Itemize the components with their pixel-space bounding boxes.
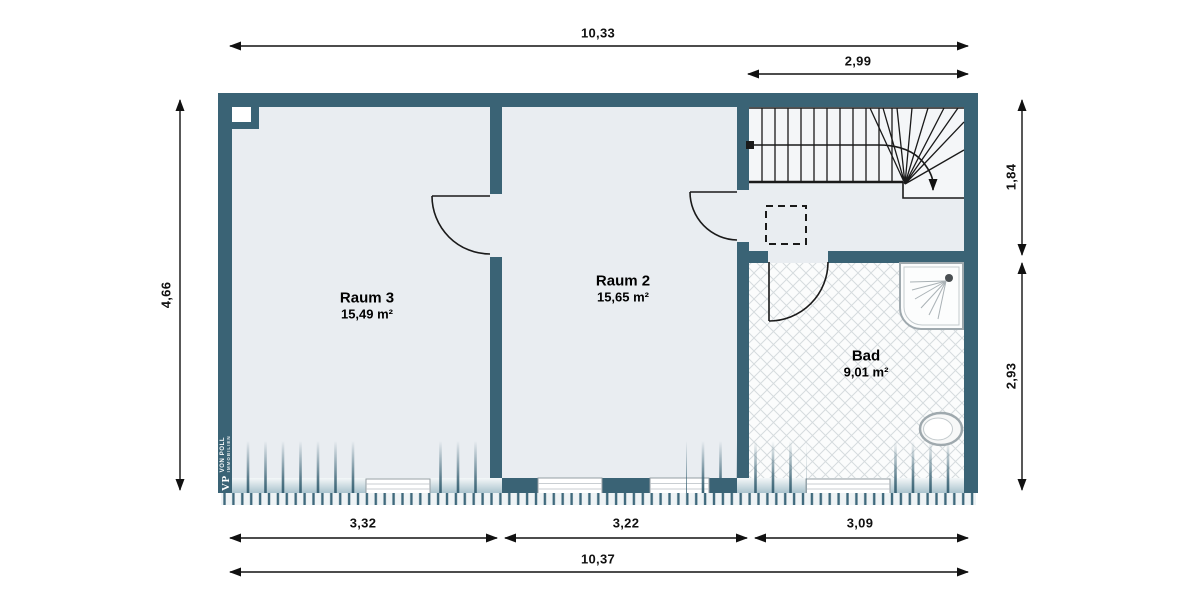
window-raum3 — [365, 478, 431, 495]
roof-slope-hatch — [240, 441, 964, 493]
dim-label-right-upper: 1,84 — [1003, 163, 1019, 191]
wall-raum3-raum2-upper — [490, 107, 502, 194]
dimension-lines — [175, 41, 1027, 577]
dim-label-bottom-left: 3,32 — [349, 515, 377, 531]
dim-label-bottom-right: 3,09 — [846, 515, 874, 531]
logo-monogram: VP — [220, 475, 232, 491]
dim-label-top-right: 2,99 — [844, 53, 872, 69]
dim-label-bottom-total: 10,37 — [580, 551, 616, 567]
vonpoll-logo: VP VON POLL IMMOBILIEN — [220, 401, 233, 491]
room-area: 9,01 m² — [843, 364, 889, 380]
doors — [431, 191, 829, 322]
dim-label-right-lower: 2,93 — [1003, 362, 1019, 390]
wall-bad-top-stub — [737, 251, 768, 263]
corner-column — [232, 107, 251, 122]
room-label-raum3: Raum 3 15,49 m² — [339, 289, 395, 322]
door-raum2 — [689, 191, 738, 241]
toilet-icon — [918, 411, 964, 447]
logo-suffix: IMMOBILIEN — [226, 435, 231, 473]
room-area: 15,65 m² — [596, 289, 650, 305]
room-name: Raum 3 — [339, 289, 395, 307]
wall-raum2-hall-upper — [737, 107, 749, 190]
walls — [218, 93, 978, 493]
wall-raum3-raum2-lower — [490, 257, 502, 478]
window-bad — [805, 478, 891, 496]
wall-top — [218, 93, 978, 107]
door-bad — [768, 261, 829, 322]
wall-raum2-bad-lower — [737, 242, 749, 478]
window-raum2-left — [537, 477, 603, 496]
door-raum3 — [431, 195, 491, 255]
room-label-raum2: Raum 2 15,65 m² — [595, 272, 651, 305]
room-label-bad: Bad 9,01 m² — [843, 347, 889, 380]
stair-walk-line — [746, 141, 938, 191]
room-name: Bad — [851, 347, 881, 365]
wall-right — [964, 93, 978, 493]
dim-label-top-total: 10,33 — [580, 25, 616, 41]
bottom-wall-ticks — [221, 493, 976, 505]
room-area: 15,49 m² — [340, 306, 394, 322]
dim-label-left: 4,66 — [158, 281, 174, 309]
shaft-dashed-box — [765, 205, 807, 245]
room-name: Raum 2 — [595, 272, 651, 290]
dim-label-bottom-center: 3,22 — [612, 515, 640, 531]
wall-left — [218, 93, 232, 493]
shower-icon — [899, 262, 964, 330]
wall-bad-top — [828, 251, 964, 263]
